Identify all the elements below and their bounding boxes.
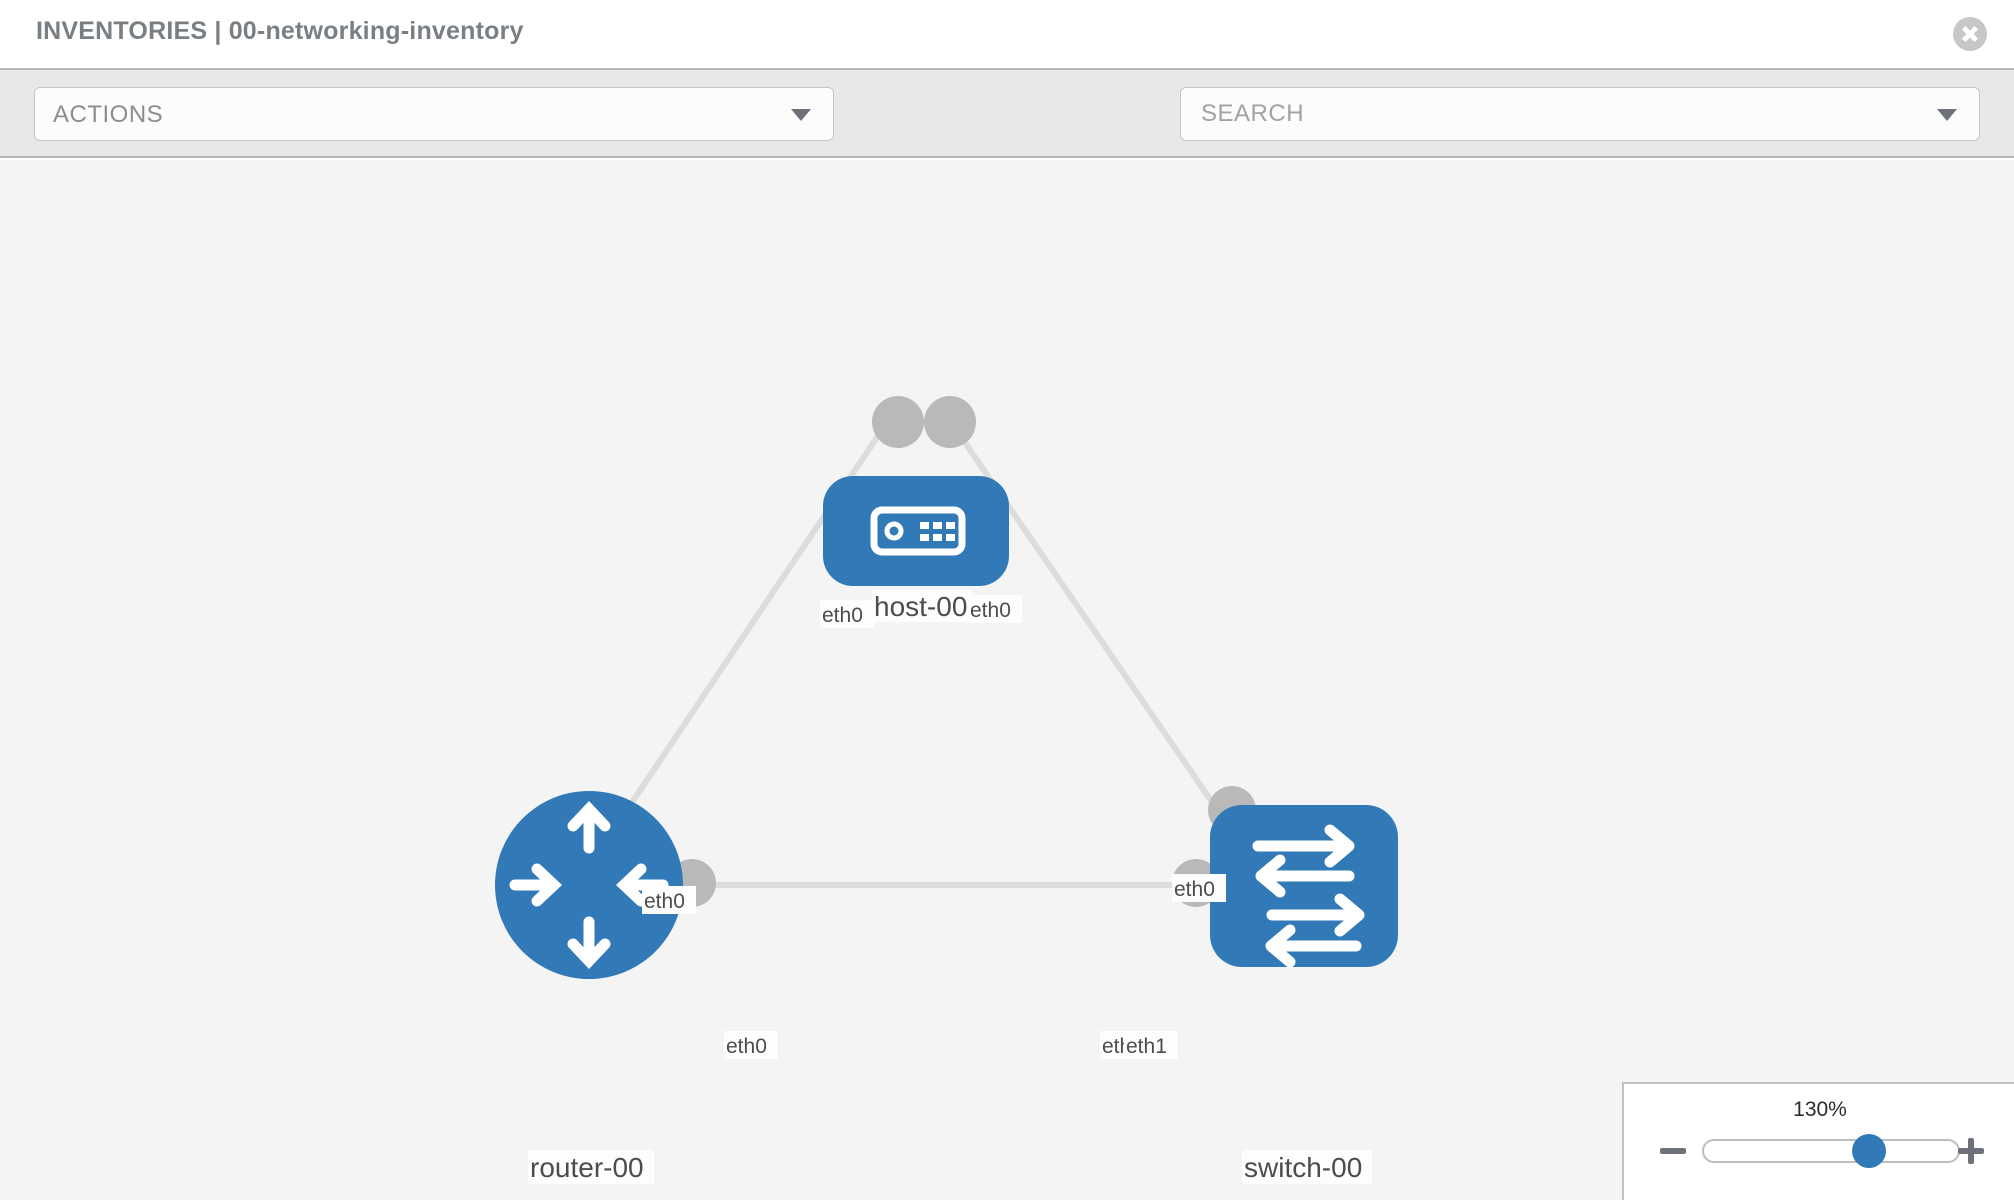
interface-label-router-switch: eth0 <box>726 1035 767 1058</box>
zoom-level-label: 130% <box>1793 1098 1847 1121</box>
node-router-00-label: router-00 <box>530 1152 644 1183</box>
topology-graph[interactable]: host-00 router-00 <box>0 160 2014 1200</box>
interface-label-router-host: eth0 <box>644 890 685 913</box>
node-host-00[interactable]: host-00 <box>823 476 1009 622</box>
page-title: INVENTORIES | 00-networking-inventory <box>36 17 524 45</box>
chevron-down-icon[interactable] <box>1937 109 1957 121</box>
node-host-00-label: host-00 <box>874 591 967 622</box>
actions-dropdown-label: ACTIONS <box>53 101 164 128</box>
interface-labels: eth0 eth0 eth0 eth0 eth0 eth0 eth1 <box>642 595 1226 1059</box>
zoom-slider-thumb[interactable] <box>1852 1134 1887 1168</box>
zoom-out-button[interactable] <box>1656 1134 1690 1168</box>
node-switch-00-label: switch-00 <box>1244 1152 1362 1183</box>
toolbar: ACTIONS <box>0 70 2014 197</box>
plus-icon-vertical <box>1968 1138 1974 1164</box>
endpoint-host-right[interactable] <box>924 396 976 448</box>
actions-dropdown[interactable]: ACTIONS <box>34 87 834 141</box>
interface-label-switch-router: eth1 <box>1126 1035 1167 1058</box>
node-host-00-label-bg <box>872 590 972 622</box>
node-host-00-shape[interactable] <box>823 476 1009 586</box>
chevron-down-icon <box>791 109 811 121</box>
search-field[interactable] <box>1180 87 1980 141</box>
zoom-in-button[interactable] <box>1954 1134 1988 1168</box>
zoom-slider-track[interactable] <box>1702 1139 1960 1163</box>
interface-label-switch-host: eth0 <box>1174 878 1215 901</box>
node-router-00[interactable]: router-00 <box>495 791 683 1184</box>
interface-label-host-router: eth0 <box>822 604 863 627</box>
router-arrows-icon <box>509 800 669 970</box>
server-icon <box>870 506 966 556</box>
node-router-00-shape[interactable] <box>495 791 683 979</box>
minus-icon <box>1660 1148 1686 1154</box>
topology-canvas[interactable]: host-00 router-00 <box>0 160 2014 1200</box>
zoom-control-panel: 130% <box>1622 1082 2014 1200</box>
close-icon[interactable] <box>1953 17 1987 51</box>
node-switch-00-label-bg <box>1242 1150 1372 1184</box>
topology-endpoints <box>668 396 1256 907</box>
search-input[interactable] <box>1199 88 1919 140</box>
switch-arrows-icon <box>1252 824 1365 968</box>
page-header: INVENTORIES | 00-networking-inventory <box>0 0 2014 70</box>
node-router-00-label-bg <box>528 1150 654 1184</box>
interface-label-host-switch: eth0 <box>970 599 1011 622</box>
endpoint-host-left[interactable] <box>872 396 924 448</box>
node-switch-00[interactable]: switch-00 <box>1210 805 1398 1184</box>
